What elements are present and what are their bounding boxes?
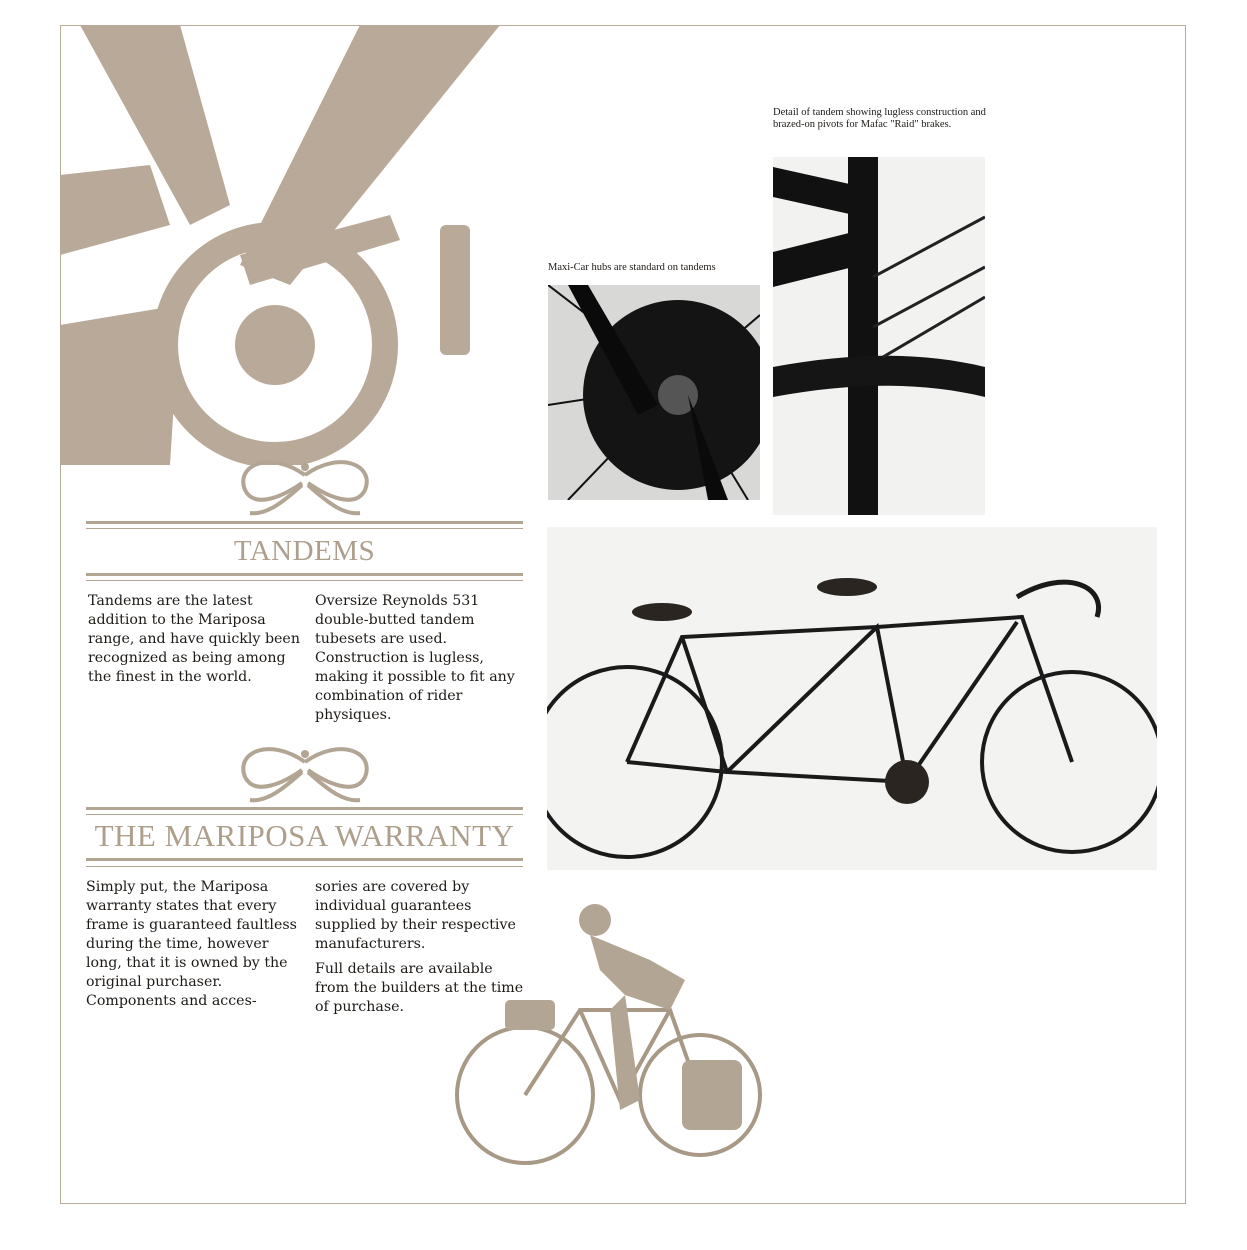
tandem-bicycle-photo bbox=[547, 527, 1157, 870]
caption-detail: Detail of tandem showing lugless constru… bbox=[773, 107, 986, 130]
caption-hub: Maxi-Car hubs are standard on tandems bbox=[548, 262, 716, 273]
section-title-warranty: THE MARIPOSA WARRANTY bbox=[94, 818, 515, 853]
divider bbox=[86, 866, 523, 867]
divider bbox=[86, 814, 523, 815]
section-title-tandems: TANDEMS bbox=[233, 535, 376, 567]
page-border bbox=[60, 25, 1186, 1204]
hub-photo bbox=[548, 285, 760, 500]
frame-detail-photo bbox=[773, 157, 985, 515]
crankset-photo bbox=[60, 25, 500, 465]
tandems-text-col1: Tandems are the latest addition to the M… bbox=[88, 593, 300, 685]
divider bbox=[86, 580, 523, 581]
cyclist-illustration bbox=[455, 904, 762, 1165]
divider bbox=[86, 573, 523, 576]
warranty-text-col2: sories are covered by individual guarant… bbox=[315, 878, 530, 1023]
divider bbox=[86, 858, 523, 861]
warranty-text-col1: Simply put, the Mariposa warranty states… bbox=[86, 879, 297, 1009]
divider bbox=[86, 528, 523, 529]
tandems-text-col2: Oversize Reynolds 531 double-butted tand… bbox=[315, 593, 515, 723]
divider bbox=[86, 521, 523, 524]
warranty-text-col2a: sories are covered by individual guarant… bbox=[315, 879, 516, 952]
warranty-text-col2b: Full details are available from the buil… bbox=[315, 961, 524, 1015]
butterfly-logo bbox=[241, 747, 369, 803]
butterfly-logo bbox=[241, 460, 369, 516]
divider bbox=[86, 807, 523, 810]
